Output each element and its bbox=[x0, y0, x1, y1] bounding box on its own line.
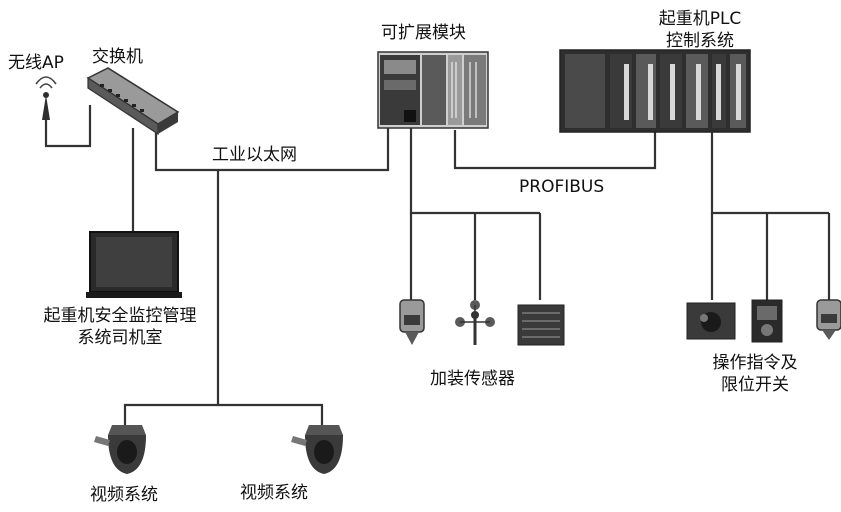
switch-icon bbox=[86, 67, 180, 136]
expansion-module-label: 可扩展模块 bbox=[381, 23, 466, 43]
monitor-label: 起重机安全监控管理 系统司机室 bbox=[20, 305, 220, 349]
sensors-label: 加装传感器 bbox=[430, 369, 515, 389]
plc-icon bbox=[559, 49, 751, 133]
plc-label-line2: 控制系统 bbox=[666, 31, 734, 51]
profibus-label: PROFIBUS bbox=[519, 177, 605, 197]
operation-label: 操作指令及 限位开关 bbox=[700, 352, 810, 396]
ethernet-bus bbox=[154, 125, 390, 172]
connection-lines bbox=[44, 105, 831, 430]
operation-label-line2: 限位开关 bbox=[721, 375, 789, 395]
sensor-bus bbox=[409, 128, 540, 215]
industrial-ethernet-label: 工业以太网 bbox=[212, 145, 297, 165]
plc-label: 起重机PLC 控制系统 bbox=[640, 8, 760, 52]
anemometer-icon bbox=[455, 300, 495, 345]
switch-label: 交换机 bbox=[92, 47, 143, 67]
operation-label-line1: 操作指令及 bbox=[712, 353, 798, 373]
limit-switch-icon bbox=[751, 299, 783, 343]
plc-label-line1: 起重机PLC bbox=[658, 9, 742, 29]
expansion-module-icon bbox=[377, 51, 489, 129]
video-label-1: 视频系统 bbox=[90, 485, 158, 505]
wireless-ap-label: 无线AP bbox=[8, 53, 64, 73]
ap-switch-link bbox=[44, 105, 92, 148]
io-sensor-icon bbox=[816, 299, 841, 340]
monitor-label-line2: 系统司机室 bbox=[77, 328, 163, 348]
monitor-icon bbox=[86, 231, 182, 298]
monitor-label-line1: 起重机安全监控管理 bbox=[43, 306, 197, 326]
sensor-camera-icon bbox=[399, 299, 425, 345]
profibus-bus bbox=[453, 128, 657, 170]
operation-switch-icon bbox=[686, 302, 736, 340]
video-camera-icon-2 bbox=[291, 425, 343, 474]
video-label-2: 视频系统 bbox=[240, 483, 308, 503]
io-bus bbox=[710, 130, 829, 215]
video-camera-icon-1 bbox=[94, 425, 146, 474]
video-branch bbox=[123, 403, 324, 430]
wireless-ap-icon bbox=[35, 76, 57, 120]
sensor-module-icon bbox=[517, 304, 565, 346]
